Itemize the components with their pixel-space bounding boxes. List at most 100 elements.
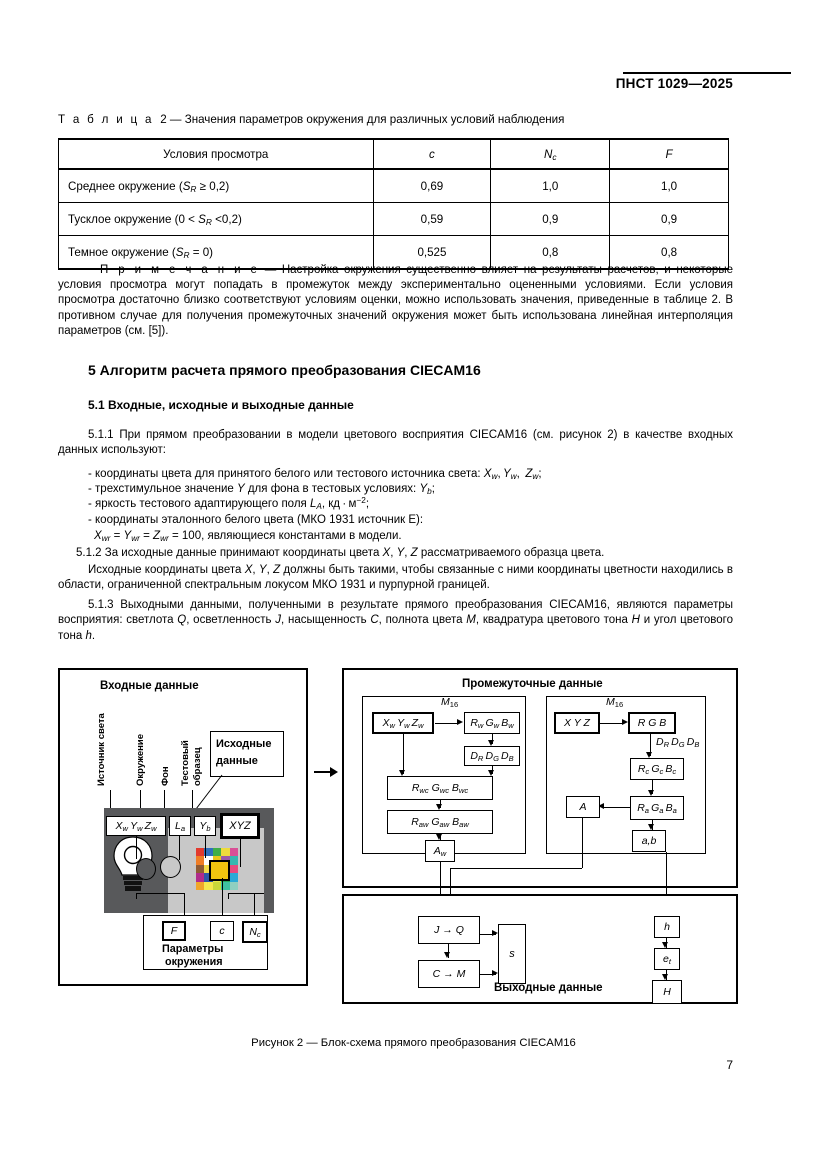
table-caption-prefix: Т а б л и ц а — [58, 113, 154, 126]
cell-c: 0,59 — [372, 202, 492, 236]
arrow-line-xwywzw-rgbw — [435, 723, 459, 724]
label-surround: Окружение — [135, 734, 146, 786]
cell-condition: Среднее окружение (SR ≥ 0,2) — [58, 168, 374, 203]
cell-nc: 0,8 — [490, 235, 611, 270]
swatch-highlight — [209, 860, 230, 881]
conn-xwywzw-down — [403, 734, 404, 774]
conn-la-to-circle — [179, 836, 180, 860]
arrow-head-H — [662, 974, 668, 980]
node-s: s — [498, 924, 526, 984]
arrow-head-ragaba — [648, 790, 654, 796]
bullet-item-3: - яркость тестового адаптирующего поля L… — [88, 496, 370, 512]
bullet-item-5: Xwr = Ywr = Zwr = 100, являющиеся конста… — [94, 530, 402, 544]
paragraph-5-1-2: 5.1.2 За исходные данные принимают коорд… — [76, 547, 605, 559]
table-caption-text: — Значения параметров окружения для разл… — [169, 113, 565, 126]
node-H-upper: H — [652, 980, 682, 1004]
cell-condition: Тусклое окружение (0 < SR <0,2) — [58, 202, 374, 236]
conn-xwywzw-to-bulb — [136, 836, 137, 859]
matrix-label-m16-right: M16 — [606, 696, 624, 710]
node-j-to-q: J → Q — [418, 916, 480, 944]
callout-source-data — [210, 731, 284, 777]
node-ab: a,b — [632, 830, 666, 852]
cell-c: 0,525 — [372, 235, 492, 270]
node-rgb: R G B — [628, 712, 676, 734]
bracket-top-left — [136, 893, 184, 894]
label-background: Фон — [160, 766, 171, 786]
node-xyz: X Y Z — [554, 712, 600, 734]
arrow-head-ab — [648, 824, 654, 830]
route-a-down — [582, 818, 583, 868]
surround-parameters-table: Условия просмотра c Nc F Среднее окружен… — [58, 138, 729, 270]
table-row: Темное окружение (SR = 0) 0,525 0,8 0,8 — [58, 235, 729, 270]
bullet-item-2: - трехстимульное значение Y для фона в т… — [88, 483, 435, 497]
panel-connector-arrow — [330, 767, 338, 777]
callout-line-1: Исходные — [216, 738, 272, 750]
table-row: Среднее окружение (SR ≥ 0,2) 0,69 1,0 1,… — [58, 168, 729, 203]
table-header-row: Условия просмотра c Nc F — [58, 138, 729, 170]
node-s-label: s — [509, 948, 515, 960]
page-number: 7 — [726, 1058, 733, 1072]
conn-to-c-box — [222, 878, 223, 925]
node-c-to-m-label: C → M — [432, 968, 466, 980]
col-header-nc: Nc — [490, 138, 611, 170]
node-j-to-q-label: J → Q — [434, 924, 464, 936]
arrow-head-cm — [444, 952, 450, 958]
cell-c: 0,69 — [372, 168, 492, 203]
cell-condition: Темное окружение (SR = 0) — [58, 235, 374, 270]
conn-jq-to-s — [480, 934, 496, 935]
col-header-conditions: Условия просмотра — [58, 138, 374, 170]
table-caption: Т а б л и ц а 2 — Значения параметров ок… — [58, 113, 564, 126]
arrow-head-rcgcbc — [646, 752, 652, 758]
label-light-source: Источник света — [96, 713, 107, 786]
input-panel-title: Входные данные — [100, 680, 199, 692]
figure-2-blockdiagram: Входные данные Источник света Окружение … — [58, 668, 738, 1020]
figure-caption: Рисунок 2 — Блок-схема прямого преобразо… — [251, 1037, 576, 1049]
conn-ragaba-to-a — [604, 807, 630, 808]
paragraph-5-1-3: 5.1.3 Выходными данными, полученными в р… — [58, 599, 733, 642]
node-H-upper-label: H — [663, 986, 671, 998]
arrow-head-rgb — [622, 719, 628, 725]
conn-rgbw-to-drdgdb — [492, 734, 493, 744]
surround-params-line-1: Параметры — [162, 943, 224, 955]
callout-line-2: данные — [216, 755, 258, 767]
header-rule — [623, 72, 791, 74]
route-a-horizontal — [450, 868, 582, 869]
callout-leader-line — [195, 774, 223, 810]
bullet-item-1: - координаты цвета для принятого белого … — [88, 468, 542, 482]
cell-f: 1,0 — [609, 168, 729, 203]
table-caption-number: 2 — [160, 113, 167, 126]
surround-probe-circle — [136, 858, 156, 880]
node-a: A — [566, 796, 600, 818]
arrow-head-s-bottom — [492, 970, 498, 976]
conn-rcgcbc-to-ragaba — [652, 780, 653, 794]
bullet-item-4: - координаты эталонного белого цвета (МК… — [88, 514, 424, 526]
table-row: Тусклое окружение (0 < SR <0,2) 0,59 0,9… — [58, 202, 729, 236]
section-heading-5: 5 Алгоритм расчета прямого преобразовани… — [88, 362, 481, 378]
arrow-head-s-top — [492, 930, 498, 936]
arrow-head-et — [662, 942, 668, 948]
bracket-top-right — [228, 893, 264, 894]
box-xyz-source: XYZ — [220, 813, 260, 839]
arrow-head-a — [598, 803, 604, 809]
cell-nc: 1,0 — [490, 168, 611, 203]
conn-to-f-box — [184, 893, 185, 925]
note-text: — Настройка окружения существенно влияет… — [58, 264, 733, 337]
bracket-right-tick — [228, 893, 229, 899]
cell-nc: 0,9 — [490, 202, 611, 236]
arrow-line-xyz-rgb — [600, 723, 624, 724]
arrow-head-down-right — [488, 770, 494, 776]
note-label: П р и м е ч а н и е — [100, 264, 260, 276]
arrow-head-down-left — [399, 770, 405, 776]
box-c-param: c — [210, 921, 234, 941]
